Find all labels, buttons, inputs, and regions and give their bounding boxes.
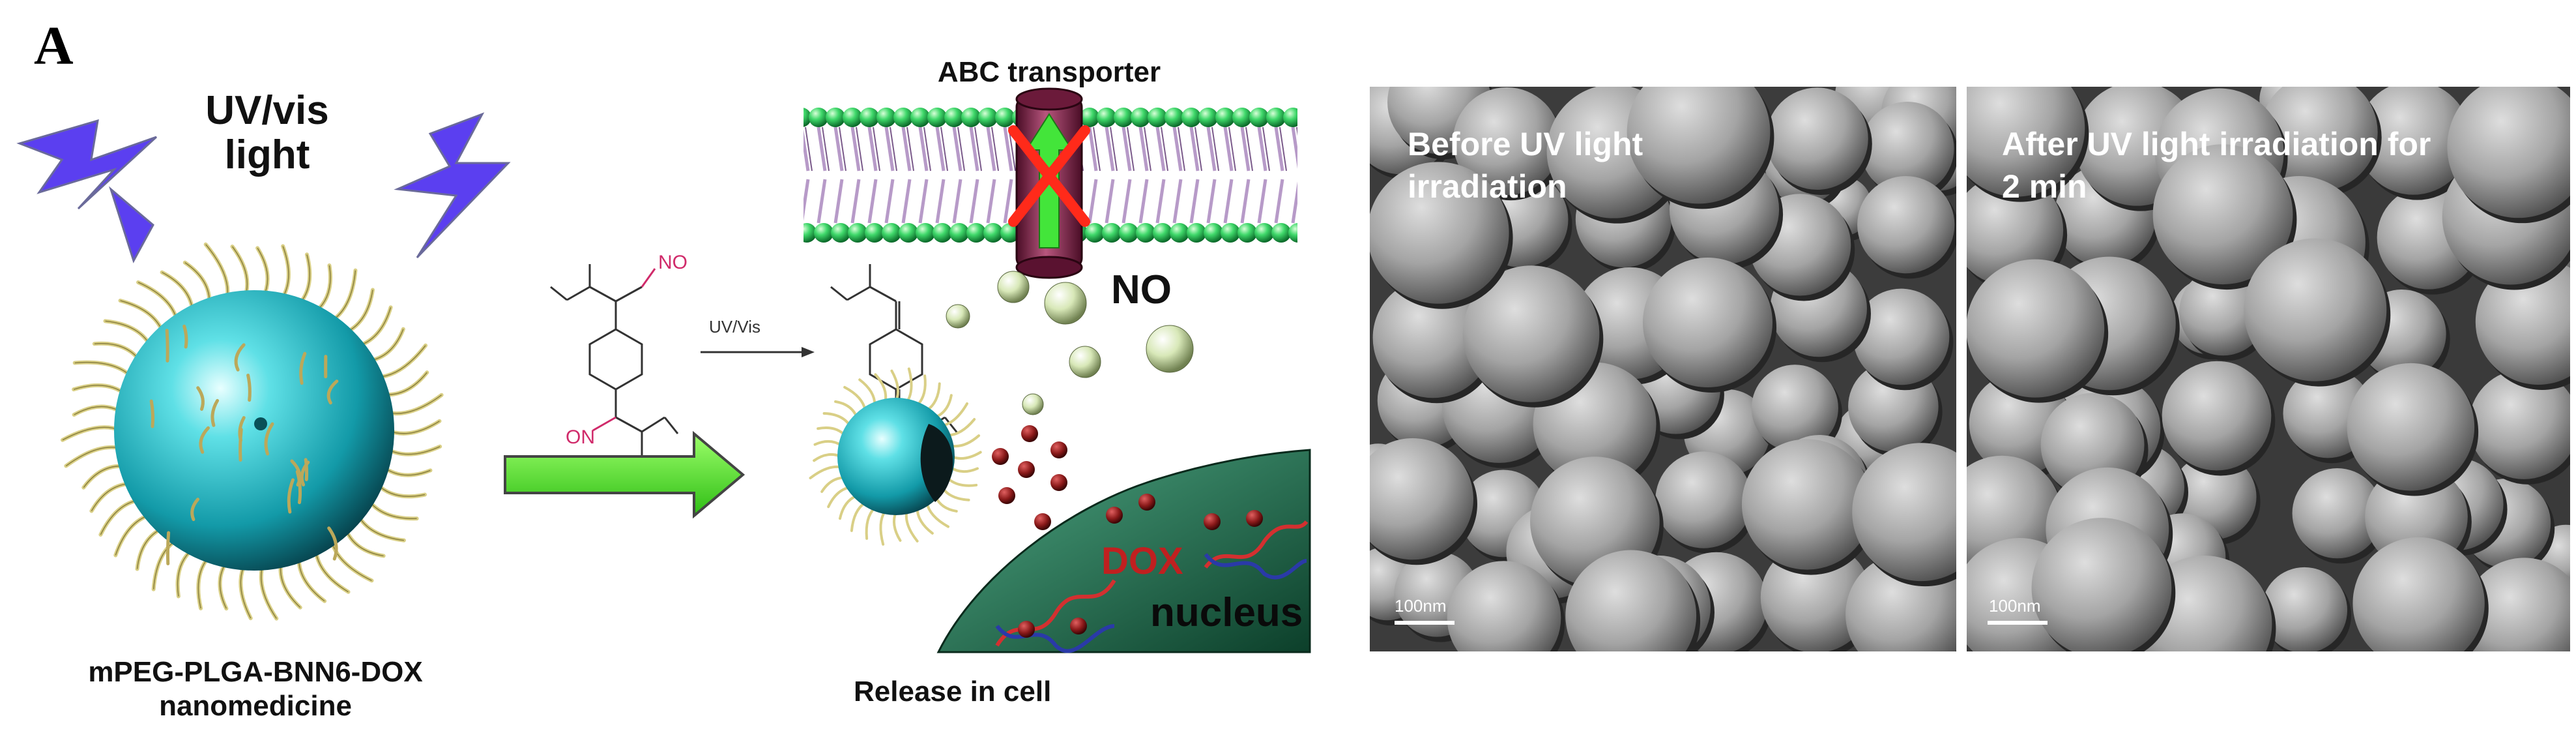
nucleus <box>936 449 1311 653</box>
dox-label: DOX <box>1101 540 1183 582</box>
lightning-right-icon <box>394 112 511 259</box>
no-group-bottom: ON <box>566 426 595 448</box>
small-nanoparticle <box>837 398 955 515</box>
dna-helix-icon <box>995 520 1309 653</box>
transporter-label: ABC transporter <box>938 56 1161 88</box>
nanomedicine-sphere <box>114 290 394 571</box>
light-label-line2: light <box>225 132 310 177</box>
nanomedicine-label-line1: mPEG-PLGA-BNN6-DOX <box>88 656 422 688</box>
sem-after-caption-line2: 2 min <box>2002 168 2087 205</box>
nucleus-label: nucleus <box>1150 590 1303 635</box>
no-group-top: NO <box>658 252 687 273</box>
release-label: Release in cell <box>854 676 1051 708</box>
no-molecules <box>946 271 1194 415</box>
particle-opening <box>920 424 953 502</box>
nanomedicine-label-line2: nanomedicine <box>159 690 352 722</box>
sem-image-after: After UV light irradiation for 2 min 100… <box>1967 87 2570 651</box>
reaction-arrow <box>701 347 815 357</box>
dox-molecules <box>992 425 1263 638</box>
light-label-line1: UV/vis <box>205 88 329 133</box>
panel-label: A <box>34 16 74 76</box>
blocked-cross-icon <box>1008 125 1090 227</box>
sem-after-caption-line1: After UV light irradiation for <box>2002 126 2431 162</box>
reaction-condition: UV/Vis <box>709 317 760 336</box>
scale-label-after: 100nm <box>1989 596 2041 616</box>
sem-image-before: Before UV light irradiation 100nm <box>1370 87 1956 651</box>
bnn6-structure <box>550 264 679 460</box>
scale-label-before: 100nm <box>1395 596 1447 616</box>
process-arrow <box>504 430 745 519</box>
no-label: NO <box>1111 267 1172 312</box>
sem-before-caption-line2: irradiation <box>1408 168 1567 205</box>
lightning-left-icon <box>16 119 158 263</box>
sem-before-caption-line1: Before UV light <box>1408 126 1643 162</box>
surface-chains <box>149 324 339 565</box>
